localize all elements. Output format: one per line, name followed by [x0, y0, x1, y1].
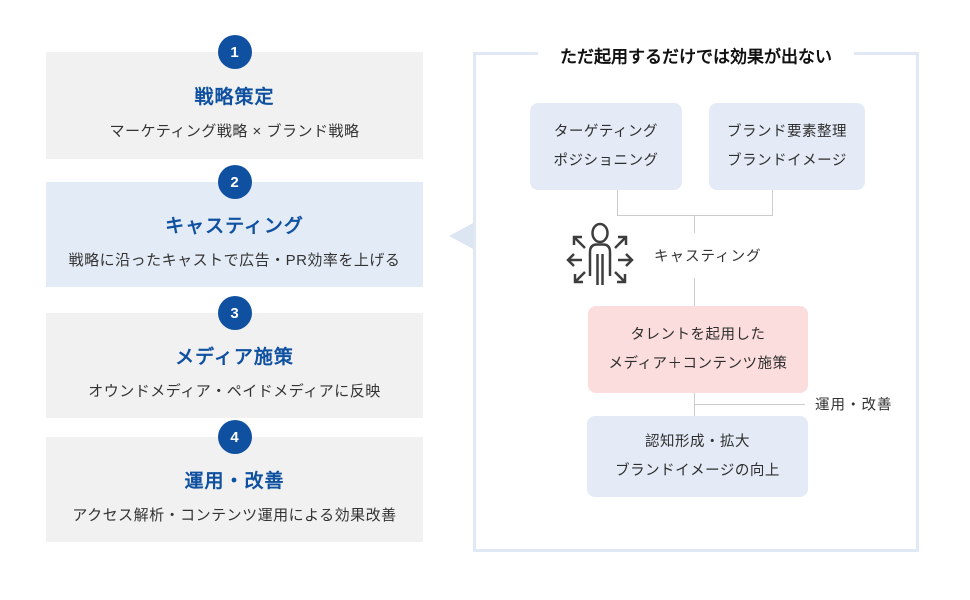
connector-line: [617, 190, 618, 215]
connector-line: [694, 404, 805, 405]
flow-box-talent-measures: タレントを起用した メディア＋コンテンツ施策: [588, 306, 808, 393]
flow-box-line: 認知形成・拡大: [645, 433, 750, 450]
flow-box-line: ブランドイメージ: [727, 152, 847, 169]
step-block-casting: 2 キャスティング 戦略に沿ったキャストで広告・PR効率を上げる: [46, 165, 423, 287]
step-description: マーケティング戦略 × ブランド戦略: [109, 123, 360, 140]
connector-line: [772, 190, 773, 215]
person-with-outward-arrows-icon: [566, 222, 634, 285]
step-description: オウンドメディア・ペイドメディアに反映: [88, 383, 381, 400]
step-number-badge: 2: [217, 165, 252, 199]
flow-box-line: ターゲティング: [553, 123, 659, 140]
step-description: アクセス解析・コンテンツ運用による効果改善: [72, 507, 397, 524]
flow-box-line: ブランドイメージの向上: [615, 462, 780, 479]
flow-box-line: タレントを起用した: [630, 326, 766, 343]
step-block-media: 3 メディア施策 オウンドメディア・ペイドメディアに反映: [46, 296, 423, 418]
step-number-badge: 4: [217, 420, 252, 454]
step-number-badge: 3: [217, 296, 252, 330]
step-block-strategy: 1 戦略策定 マーケティング戦略 × ブランド戦略: [46, 35, 423, 159]
casting-step-row: キャスティング: [560, 222, 768, 288]
step-title: 運用・改善: [184, 471, 285, 492]
step-description: 戦略に沿ったキャストで広告・PR効率を上げる: [68, 252, 401, 269]
casting-label: キャスティング: [648, 232, 768, 278]
panel-title: ただ起用するだけでは効果が出ない: [538, 42, 854, 68]
flow-box-line: メディア＋コンテンツ施策: [608, 355, 788, 372]
step-number-badge: 1: [217, 35, 252, 69]
loop-label: 運用・改善: [813, 391, 895, 417]
flow-box-targeting: ターゲティング ポジショニング: [530, 103, 682, 190]
casting-detail-panel: ただ起用するだけでは効果が出ない ターゲティング ポジショニング ブランド要素整…: [473, 42, 919, 552]
step-block-operation: 4 運用・改善 アクセス解析・コンテンツ運用による効果改善: [46, 420, 423, 542]
flow-box-line: ブランド要素整理: [727, 123, 847, 140]
step-title: 戦略策定: [194, 87, 275, 108]
left-pointing-triangle: [449, 222, 475, 250]
step-title: メディア施策: [175, 347, 294, 368]
step-title: キャスティング: [165, 216, 304, 237]
connector-line: [617, 215, 773, 216]
flow-box-line: ポジショニング: [553, 152, 659, 169]
flow-box-brand: ブランド要素整理 ブランドイメージ: [709, 103, 865, 190]
flow-box-result: 認知形成・拡大 ブランドイメージの向上: [587, 416, 808, 497]
